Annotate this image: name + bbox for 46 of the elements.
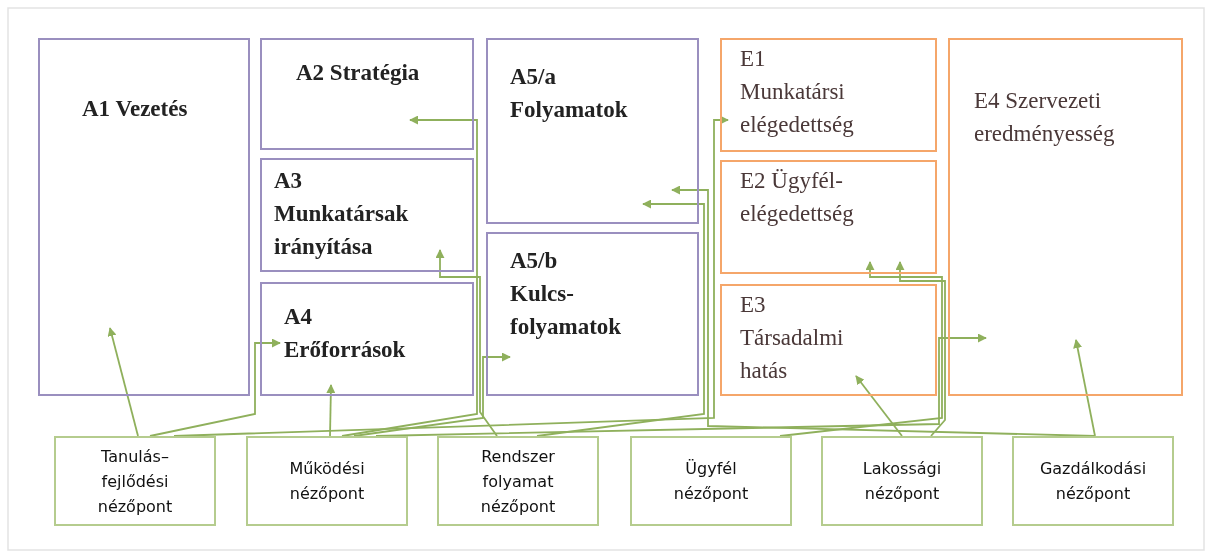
enabler-box — [260, 158, 474, 272]
perspective-box — [246, 436, 408, 526]
perspective-box — [437, 436, 599, 526]
box-label: E2 Ügyfél-elégedettség — [740, 167, 854, 228]
perspective-box — [54, 436, 216, 526]
box-label: Működési nézőpont — [288, 458, 366, 505]
box-label: Gazdálkodási nézőpont — [1038, 458, 1148, 505]
box-label: A5/b Kulcs-folyamatok — [510, 247, 622, 341]
enabler-box — [260, 282, 474, 396]
result-box — [720, 38, 937, 152]
perspective-box — [630, 436, 792, 526]
arrow — [779, 261, 943, 437]
perspective-box — [821, 436, 983, 526]
box-label: Ügyfél nézőpont — [672, 458, 750, 505]
arrow — [536, 199, 705, 437]
arrow — [671, 185, 1096, 437]
arrow — [326, 384, 336, 437]
perspective-box — [1012, 436, 1174, 526]
arrow — [855, 375, 903, 437]
arrow — [107, 327, 139, 437]
box-label: A3 Munkatársak irányítása — [274, 167, 409, 261]
box-label: Tanulás–fejlődési nézőpont — [96, 445, 174, 518]
arrow — [895, 261, 946, 437]
arrow — [173, 115, 729, 437]
box-label: E3 Társadalmi hatás — [740, 291, 844, 385]
arrow — [149, 338, 281, 437]
box-label: E1 Munkatársi elégedettség — [740, 45, 854, 139]
box-label: A4 Erőforrások — [284, 303, 406, 364]
box-label: Rendszer folyamat nézőpont — [479, 445, 557, 518]
enabler-box — [260, 38, 474, 150]
enabler-box — [486, 38, 699, 224]
box-label: Lakossági nézőpont — [861, 458, 943, 505]
box-label: A2 Stratégia — [296, 59, 421, 87]
arrow — [435, 249, 498, 437]
arrow — [375, 333, 987, 437]
box-label: A5/a Folyamatok — [510, 63, 628, 124]
result-box — [720, 160, 937, 274]
enabler-box — [38, 38, 250, 396]
arrow — [353, 352, 511, 437]
box-label: A1 Vezetés — [82, 95, 189, 123]
arrow — [1073, 339, 1096, 437]
result-box — [720, 284, 937, 396]
arrow — [341, 115, 478, 437]
result-box — [948, 38, 1183, 396]
box-label: E4 Szervezeti eredményesség — [974, 87, 1116, 148]
enabler-box — [486, 232, 699, 396]
